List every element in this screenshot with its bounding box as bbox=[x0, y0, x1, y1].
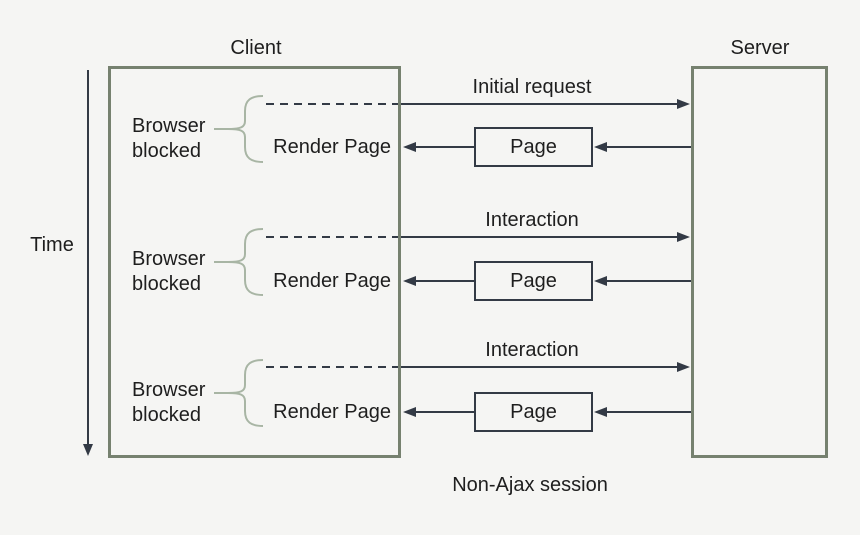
page-box-label: Page bbox=[510, 135, 557, 158]
time-axis-label: Time bbox=[30, 234, 74, 256]
server-column-title: Server bbox=[730, 37, 790, 59]
page-box: Page bbox=[474, 392, 593, 432]
client-column-title: Client bbox=[230, 37, 282, 59]
browser-blocked-label: Browser blocked bbox=[132, 248, 206, 295]
server-box bbox=[691, 66, 828, 458]
diagram-caption: Non-Ajax session bbox=[452, 474, 608, 496]
group-3-lines bbox=[214, 359, 691, 427]
page-box: Page bbox=[474, 127, 593, 167]
page-box: Page bbox=[474, 261, 593, 301]
render-page-label: Render Page bbox=[273, 136, 391, 158]
time-arrow bbox=[83, 70, 93, 456]
page-box-label: Page bbox=[510, 269, 557, 292]
request-label: Interaction bbox=[485, 209, 579, 231]
page-box-label: Page bbox=[510, 400, 557, 423]
client-box bbox=[108, 66, 401, 458]
request-label: Interaction bbox=[485, 339, 579, 361]
browser-blocked-label: Browser blocked bbox=[132, 115, 206, 162]
request-label: Initial request bbox=[472, 76, 592, 98]
browser-blocked-label: Browser blocked bbox=[132, 379, 206, 426]
render-page-label: Render Page bbox=[273, 401, 391, 423]
render-page-label: Render Page bbox=[273, 270, 391, 292]
group-2-lines bbox=[214, 228, 691, 296]
group-1-lines bbox=[214, 95, 691, 163]
